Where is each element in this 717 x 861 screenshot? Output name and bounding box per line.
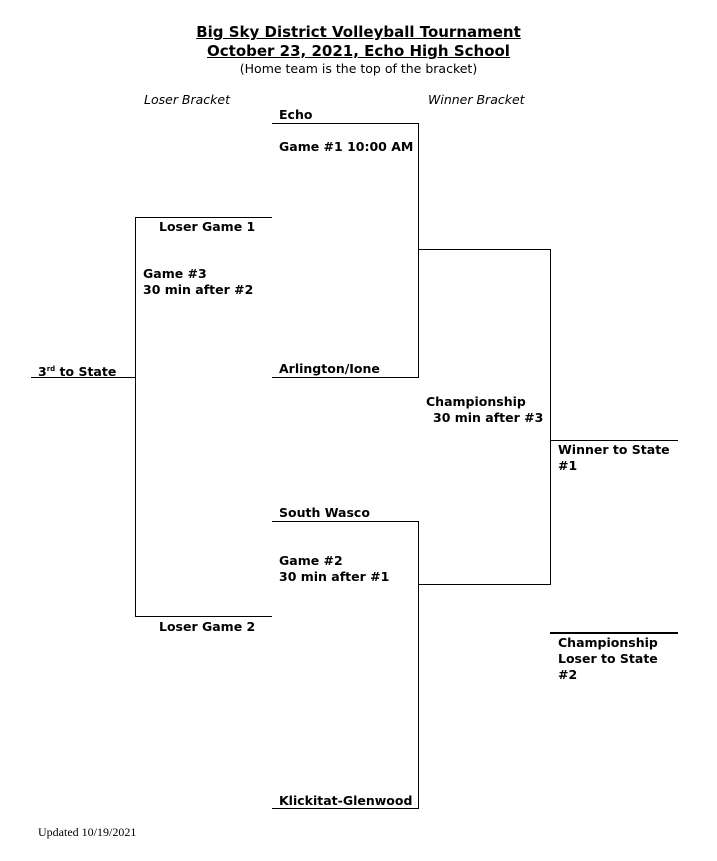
third-place-label: 3rd to State [38,364,117,380]
team-south-wasco: South Wasco [279,505,370,520]
loser-connector [135,217,136,617]
game2-info-line2: 30 min after #1 [279,569,390,584]
runner-up-line1: Championship [558,635,658,650]
championship-time: 30 min after #3 [433,410,544,425]
winner-bracket-label: Winner Bracket [428,92,525,107]
game2-connector [418,521,419,809]
game1-connector [418,123,419,377]
loser-game1-label: Loser Game 1 [159,219,256,234]
loser-game2-label: Loser Game 2 [159,619,256,634]
updated-date: Updated 10/19/2021 [38,825,137,839]
runner-up-line3: #2 [558,667,578,682]
game2-top-line [272,521,419,522]
championship-top-line [418,249,551,250]
winner-label-line2: #1 [558,458,578,473]
third-place-line [31,377,136,378]
championship-connector [550,249,551,585]
page-subtitle: October 23, 2021, Echo High School [207,42,510,60]
page-title: Big Sky District Volleyball Tournament [196,23,521,41]
game1-top-line [272,123,419,124]
runner-up-line [550,632,678,634]
winner-line [550,440,678,441]
team-echo: Echo [279,107,313,122]
loser-top-line [136,217,272,218]
championship-label: Championship [426,394,526,409]
team-klickitat-glenwood: Klickitat-Glenwood [279,793,413,808]
game1-bottom-line [272,377,419,378]
game2-info-line1: Game #2 [279,553,343,568]
loser-bracket-label: Loser Bracket [144,92,231,107]
game2-bottom-line [272,808,419,809]
loser-bottom-line [136,616,272,617]
team-arlington-ione: Arlington/Ione [279,361,380,376]
game1-info: Game #1 10:00 AM [279,139,414,154]
winner-label-line1: Winner to State [558,442,670,457]
bracket-note: (Home team is the top of the bracket) [239,61,478,76]
runner-up-line2: Loser to State [558,651,658,666]
championship-bottom-line [418,584,551,585]
game3-info-line1: Game #3 [143,266,207,281]
game3-info-line2: 30 min after #2 [143,282,254,297]
